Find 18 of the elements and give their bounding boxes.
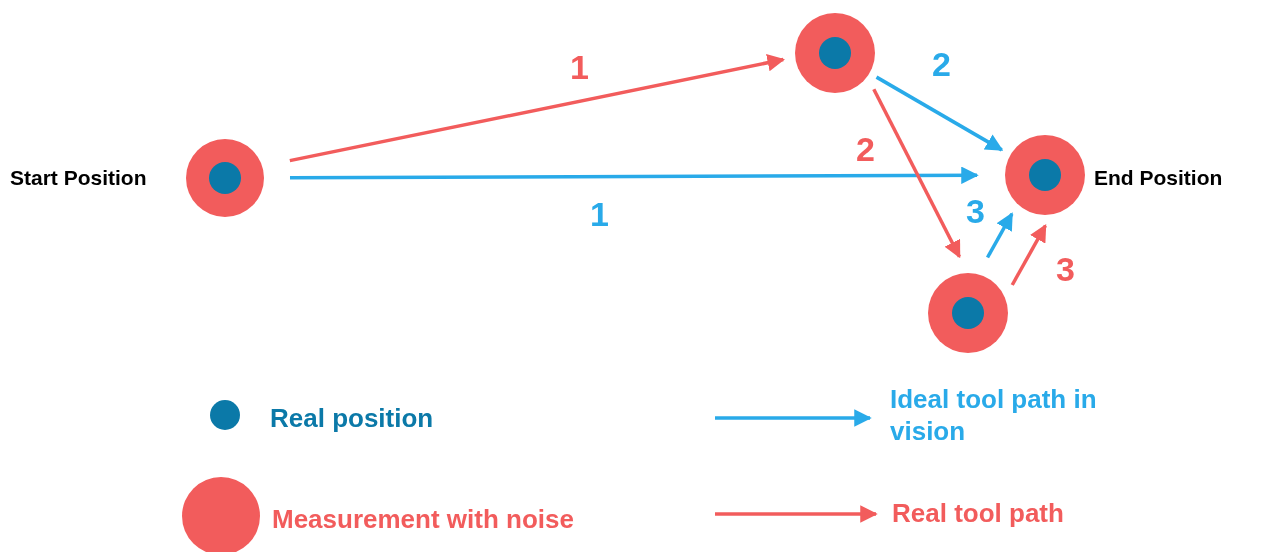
arrow bbox=[875, 75, 1004, 152]
position-label: End Position bbox=[1094, 166, 1223, 190]
arrow bbox=[872, 88, 961, 259]
legend-text: Real position bbox=[270, 402, 435, 434]
arrow bbox=[289, 54, 785, 163]
legend-text: Real tool path bbox=[892, 497, 1065, 529]
edge-label: 1 bbox=[570, 48, 589, 87]
edge-label: 3 bbox=[1056, 250, 1075, 289]
legend-text: Ideal tool path in vision bbox=[890, 383, 1098, 447]
edge-label: 1 bbox=[590, 195, 609, 234]
arrow bbox=[290, 166, 979, 185]
position-label: Start Position bbox=[10, 166, 147, 190]
arrow bbox=[986, 212, 1014, 259]
edge-label: 2 bbox=[856, 130, 875, 169]
legend-text: Measurement with noise bbox=[272, 503, 575, 535]
edge-label: 2 bbox=[932, 45, 951, 84]
arrow bbox=[1010, 224, 1047, 286]
edge-label: 3 bbox=[966, 192, 985, 231]
